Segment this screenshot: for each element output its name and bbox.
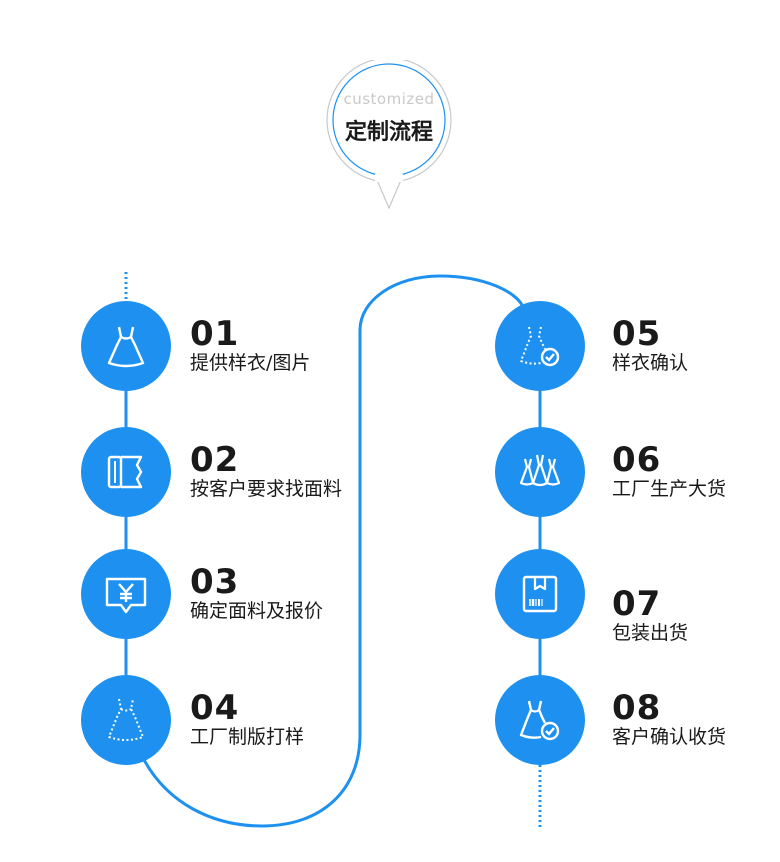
step-08-number: 08: [612, 688, 662, 728]
step-01-number: 01: [190, 314, 240, 354]
step-06-number: 06: [612, 440, 662, 480]
step-04-number: 04: [190, 688, 240, 728]
header-bubble: [326, 60, 452, 210]
dress-check-icon: [520, 326, 560, 367]
step-06-label: 工厂生产大货: [612, 478, 727, 500]
step-06-circle: [495, 427, 585, 517]
step-03-circle: [81, 549, 171, 639]
step-07-number: 07: [612, 584, 662, 624]
step-08-label: 客户确认收货: [612, 726, 727, 748]
package-box-icon: [522, 575, 558, 613]
header-subtitle: customized: [343, 90, 435, 108]
step-01-circle: [81, 301, 171, 391]
step-02-circle: [81, 427, 171, 517]
step-05-number: 05: [612, 314, 662, 354]
step-05-label: 样衣确认: [612, 352, 689, 374]
step-04-circle: [81, 675, 171, 765]
step-07-label: 包装出货: [612, 622, 689, 644]
step-02-label: 按客户要求找面料: [190, 478, 343, 500]
fabric-roll-icon: [107, 455, 143, 489]
yuan-price-icon: [105, 577, 147, 614]
step-03-label: 确定面料及报价: [190, 600, 324, 622]
step-01-label: 提供样衣/图片: [190, 352, 311, 374]
header-title: 定制流程: [344, 120, 433, 145]
dress-received-icon: [519, 700, 560, 741]
step-04-label: 工厂制版打样: [190, 726, 305, 748]
dress-batch-icon: [519, 454, 561, 487]
step-03-number: 03: [190, 562, 240, 602]
dress-pattern-icon: [108, 698, 144, 741]
step-07-circle: [495, 549, 585, 639]
dress-icon: [107, 326, 145, 368]
step-02-number: 02: [190, 440, 240, 480]
step-08-circle: [495, 675, 585, 765]
step-05-circle: [495, 301, 585, 391]
